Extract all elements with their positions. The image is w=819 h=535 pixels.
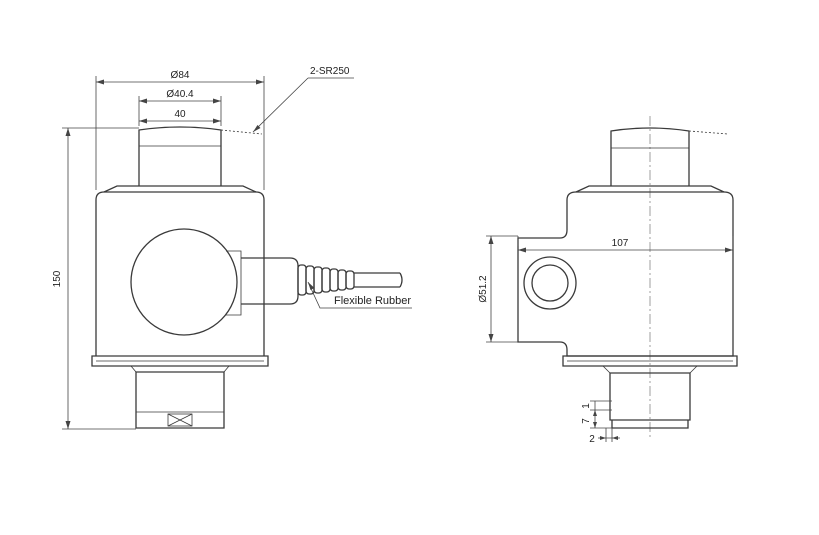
cable (354, 272, 403, 288)
side-view (517, 116, 738, 440)
dim-head-width: 40 (174, 109, 186, 120)
cable-gland (241, 257, 299, 305)
dim-side-width: 107 (612, 238, 629, 249)
side-top-head (610, 127, 690, 186)
dim-height: 150 (52, 270, 63, 287)
side-bottom-block (609, 372, 691, 421)
dim-bottom-offset: 2 (589, 434, 595, 445)
side-dimensions: 107 Ø51.2 7 1 2 (478, 235, 734, 445)
side-mounting-hole-outer (523, 256, 577, 310)
dim-head-diameter: Ø40.4 (166, 89, 194, 100)
dim-hole-diameter: Ø51.2 (478, 275, 489, 303)
front-dimensions: Ø84 Ø40.4 40 2-SR250 150 Flexible Rubber (52, 66, 412, 430)
front-bottom-marker (167, 413, 193, 427)
label-flexible-rubber: Flexible Rubber (334, 295, 411, 307)
front-body (95, 191, 265, 356)
front-connector-circle (130, 228, 238, 336)
front-top-head (138, 126, 222, 186)
front-bottom-block (135, 371, 225, 429)
dim-sphere-radius: 2-SR250 (310, 66, 350, 77)
side-mounting-hole-inner (531, 264, 569, 302)
dim-bottom-height: 7 (581, 418, 592, 424)
front-view (91, 126, 403, 429)
front-shoulder (103, 185, 257, 193)
dim-bottom-step: 1 (581, 403, 592, 409)
front-bottom-flange (91, 355, 269, 367)
side-body (517, 191, 734, 357)
dim-outer-diameter: Ø84 (171, 70, 190, 81)
side-bottom-flange (562, 355, 738, 367)
flexible-rubber-sleeve (297, 264, 355, 296)
